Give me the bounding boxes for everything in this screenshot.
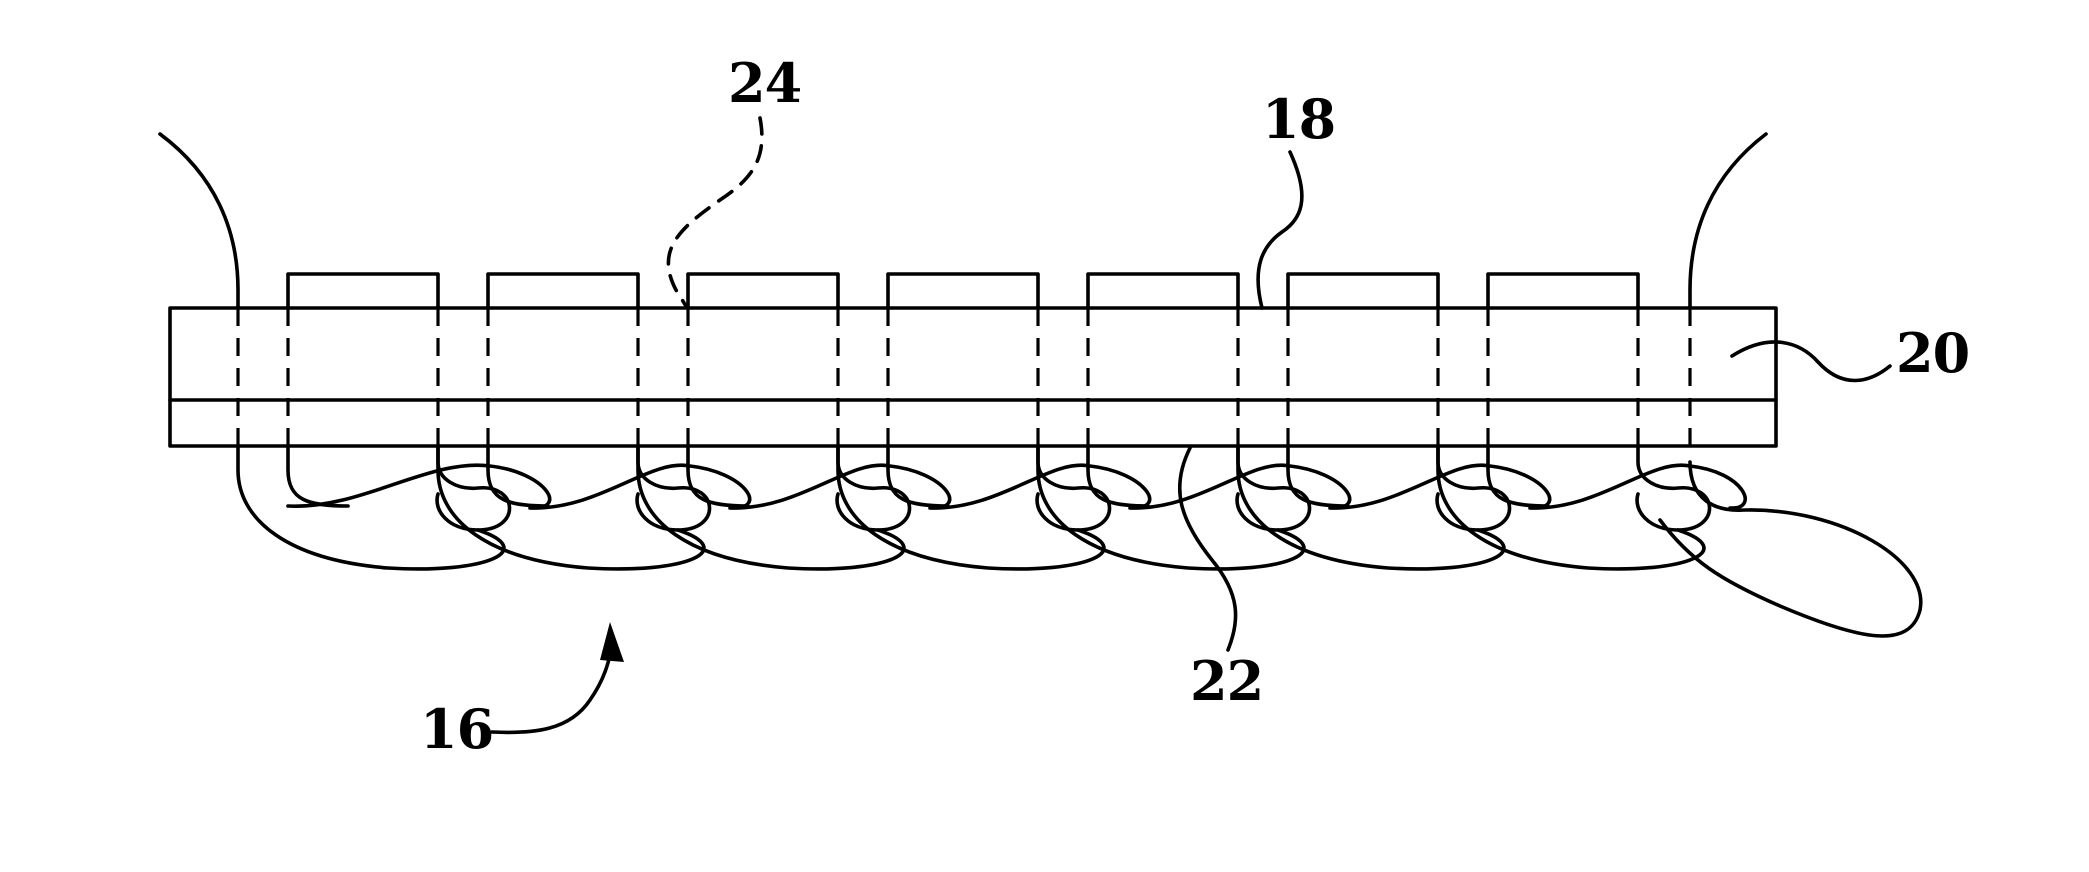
curl-loop <box>837 446 909 530</box>
top-stitch-loop <box>1288 274 1438 308</box>
fabric-layers <box>170 308 1776 446</box>
needle-penetrations <box>238 308 1690 446</box>
leader-18 <box>1258 152 1302 308</box>
ref-numeral-20: 20 <box>1896 321 1969 385</box>
inner-loop <box>688 446 748 506</box>
leader-16-arrowhead <box>600 622 624 662</box>
top-stitch-loop <box>1088 274 1238 308</box>
ref-numeral-16: 16 <box>420 697 493 761</box>
inner-loop <box>288 446 348 506</box>
inner-loop <box>488 446 548 506</box>
ref-numeral-24: 24 <box>728 51 801 115</box>
top-stitch-loops <box>288 274 1638 308</box>
curl-loop <box>1037 446 1109 530</box>
ref-numeral-18: 18 <box>1262 87 1335 151</box>
leader-24 <box>668 118 762 306</box>
inner-loop <box>888 446 948 506</box>
leader-16 <box>492 640 614 732</box>
curl-loop <box>1637 446 1709 530</box>
curl-loop <box>637 446 709 530</box>
inner-loop <box>1288 446 1348 506</box>
ref-numeral-22: 22 <box>1190 649 1263 713</box>
curl-loop <box>437 446 509 530</box>
leader-22 <box>1180 448 1236 650</box>
top-stitch-loop <box>288 274 438 308</box>
leader-20 <box>1732 342 1890 381</box>
top-stitch-loop <box>688 274 838 308</box>
left-thread-end <box>160 134 238 308</box>
top-stitch-loop <box>888 274 1038 308</box>
curl-loop <box>1237 446 1309 530</box>
right-thread-end <box>1690 134 1766 308</box>
top-stitch-loop <box>488 274 638 308</box>
trailing-thread-loop <box>1660 462 1921 636</box>
inner-loop <box>1088 446 1148 506</box>
inner-loop <box>1488 446 1548 506</box>
curl-loop <box>1437 446 1509 530</box>
fabric-outline <box>170 308 1776 446</box>
top-stitch-loop <box>1488 274 1638 308</box>
